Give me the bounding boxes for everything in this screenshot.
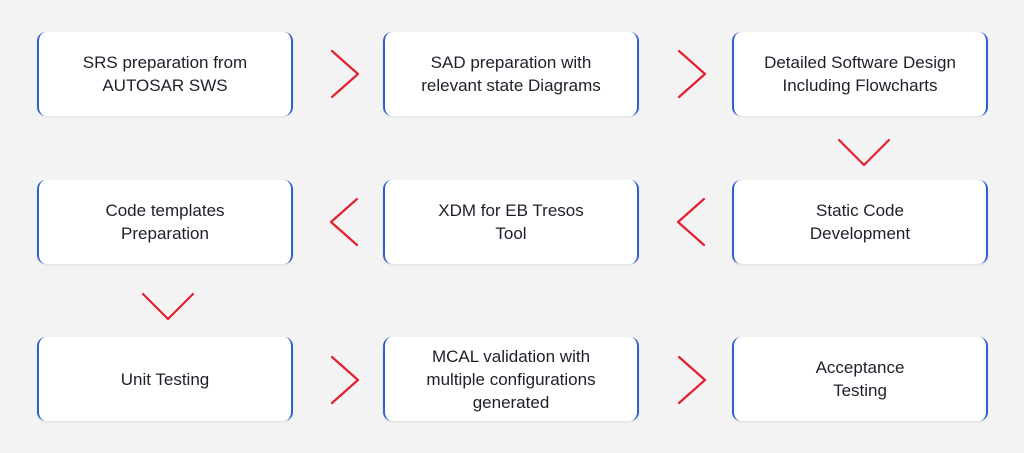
step-label: Unit Testing [120, 369, 210, 389]
step-xdm-eb-tresos: XDM for EB Tresos Tool [383, 180, 639, 264]
step-srs-preparation: SRS preparation from AUTOSAR SWS [37, 32, 293, 116]
chevron-right-icon [677, 49, 707, 99]
step-mcal-validation: MCAL validation with multiple configurat… [383, 337, 639, 421]
step-sad-preparation: SAD preparation with relevant state Diag… [383, 32, 639, 116]
chevron-down-icon [837, 138, 891, 167]
step-label: Code templates Preparation [105, 201, 225, 243]
chevron-right-icon [677, 355, 707, 405]
step-label: XDM for EB Tresos Tool [438, 201, 584, 243]
step-static-code-development: Static Code Development [732, 180, 988, 264]
step-label: Acceptance Testing [815, 358, 905, 400]
step-unit-testing: Unit Testing [37, 337, 293, 421]
chevron-down-icon [141, 292, 195, 321]
step-label: Static Code Development [809, 201, 911, 243]
chevron-left-icon [329, 197, 359, 247]
step-label: SRS preparation from AUTOSAR SWS [82, 53, 248, 95]
step-label: SAD preparation with relevant state Diag… [421, 53, 601, 95]
step-acceptance-testing: Acceptance Testing [732, 337, 988, 421]
step-code-templates: Code templates Preparation [37, 180, 293, 264]
chevron-right-icon [330, 355, 360, 405]
step-label: MCAL validation with multiple configurat… [426, 346, 596, 412]
chevron-right-icon [330, 49, 360, 99]
chevron-left-icon [676, 197, 706, 247]
step-detailed-software-design: Detailed Software Design Including Flowc… [732, 32, 988, 116]
step-label: Detailed Software Design Including Flowc… [764, 53, 956, 95]
